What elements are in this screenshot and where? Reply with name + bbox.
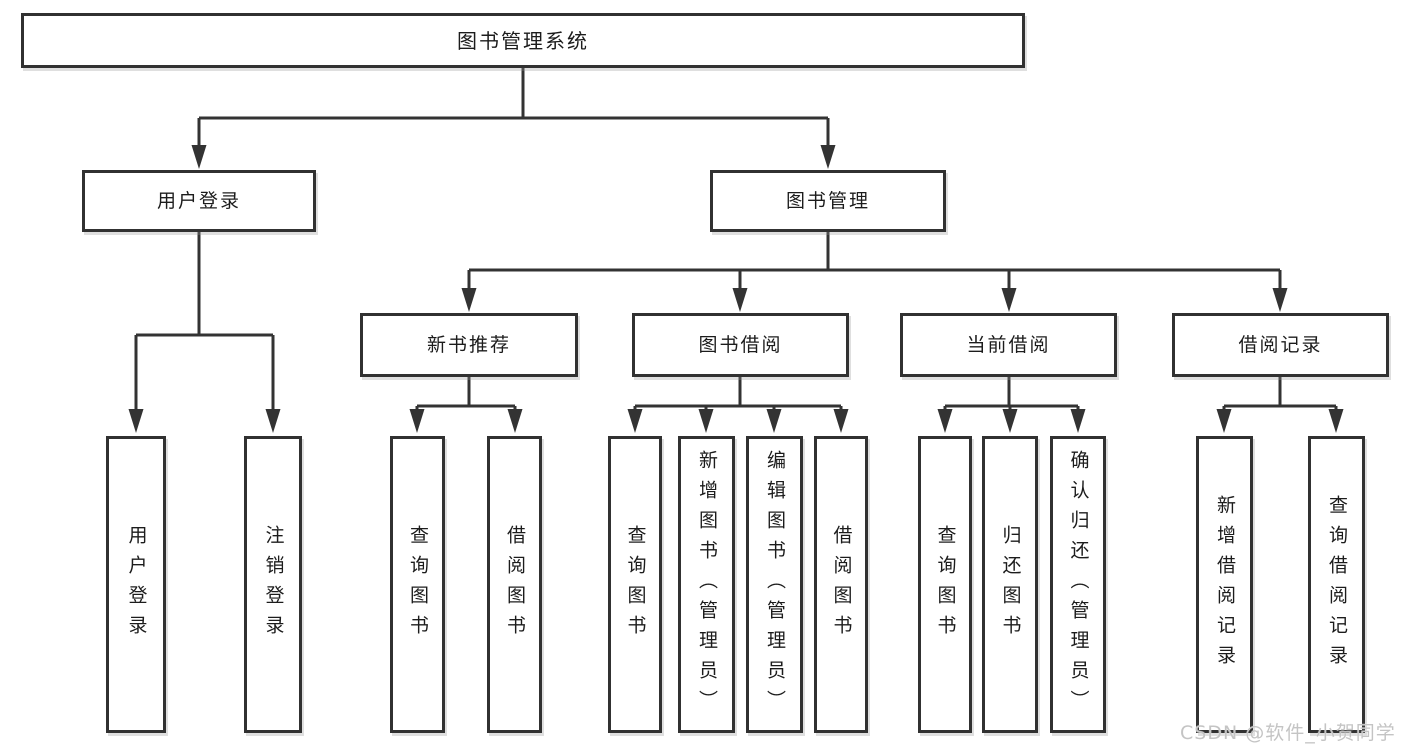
leaf-query-books-recommend: 查询图书 bbox=[390, 436, 445, 733]
leaf-user-login: 用户登录 bbox=[106, 436, 166, 733]
node-label: 新增图书（管理员） bbox=[696, 449, 718, 720]
leaf-query-books-current: 查询图书 bbox=[918, 436, 972, 733]
leaf-borrow-books-recommend: 借阅图书 bbox=[487, 436, 542, 733]
node-label: 用户登录 bbox=[156, 189, 241, 212]
node-label: 当前借阅 bbox=[966, 333, 1051, 356]
leaf-confirm-return-admin: 确认归还（管理员） bbox=[1050, 436, 1106, 733]
leaf-logout: 注销登录 bbox=[244, 436, 302, 733]
node-label: 查询图书 bbox=[407, 524, 429, 645]
node-label: 查询图书 bbox=[624, 524, 647, 645]
leaf-query-books-borrowing: 查询图书 bbox=[608, 436, 662, 733]
node-label: 图书借阅 bbox=[698, 333, 783, 356]
node-current-borrowing: 当前借阅 bbox=[900, 313, 1117, 377]
leaf-query-borrow-record: 查询借阅记录 bbox=[1308, 436, 1365, 733]
node-label: 查询借阅记录 bbox=[1326, 494, 1348, 675]
arrowhead-icons bbox=[128, 145, 1344, 433]
node-label: 新增借阅记录 bbox=[1214, 494, 1236, 675]
node-label: 借阅记录 bbox=[1238, 333, 1323, 356]
node-label: 编辑图书（管理员） bbox=[764, 449, 786, 720]
node-book-borrowing: 图书借阅 bbox=[632, 313, 849, 377]
csdn-watermark: CSDN @软件_小贺同学 bbox=[1180, 722, 1396, 744]
node-library-system: 图书管理系统 bbox=[21, 13, 1025, 68]
node-label: 用户登录 bbox=[125, 524, 148, 645]
leaf-return-books: 归还图书 bbox=[982, 436, 1038, 733]
node-user-login: 用户登录 bbox=[82, 170, 316, 232]
leaf-edit-book-admin: 编辑图书（管理员） bbox=[746, 436, 803, 733]
leaf-borrow-books-borrowing: 借阅图书 bbox=[814, 436, 868, 733]
node-label: 借阅图书 bbox=[830, 524, 853, 645]
node-label: 借阅图书 bbox=[504, 524, 526, 645]
node-label: 确认归还（管理员） bbox=[1067, 449, 1090, 720]
node-label: 新书推荐 bbox=[426, 333, 511, 356]
node-borrow-records: 借阅记录 bbox=[1172, 313, 1389, 377]
leaf-add-borrow-record: 新增借阅记录 bbox=[1196, 436, 1253, 733]
node-label: 图书管理系统 bbox=[457, 28, 589, 53]
node-label: 查询图书 bbox=[934, 524, 957, 645]
node-new-book-recommend: 新书推荐 bbox=[360, 313, 578, 377]
node-label: 归还图书 bbox=[999, 524, 1022, 645]
leaf-add-book-admin: 新增图书（管理员） bbox=[678, 436, 735, 733]
node-label: 图书管理 bbox=[785, 189, 870, 212]
node-label: 注销登录 bbox=[262, 524, 285, 645]
node-book-management: 图书管理 bbox=[710, 170, 946, 232]
